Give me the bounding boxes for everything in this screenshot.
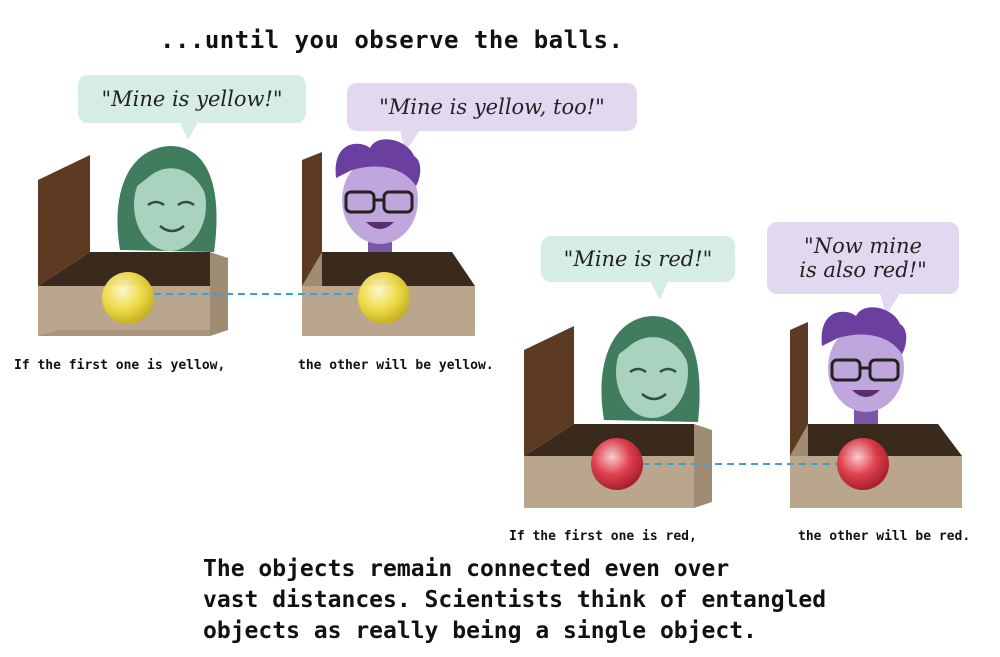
- bubble-text: "Mine is yellow!": [101, 87, 283, 111]
- bubble-text: "Mine is red!": [563, 247, 713, 271]
- woman-figure-bottom: [601, 316, 700, 422]
- bubble-tail: [180, 122, 198, 140]
- bubble-text: "Now mine is also red!": [799, 234, 927, 282]
- speech-bubble-man-yellow: "Mine is yellow, too!": [347, 83, 637, 131]
- woman-figure-top: [117, 146, 217, 252]
- speech-bubble-man-red: "Now mine is also red!": [767, 222, 959, 294]
- man-figure-bottom: [821, 307, 907, 429]
- bubble-tail: [650, 281, 668, 300]
- speech-bubble-woman-red: "Mine is red!": [541, 236, 735, 282]
- page-title: ...until you observe the balls.: [160, 26, 624, 54]
- caption-other-yellow: the other will be yellow.: [298, 358, 494, 373]
- caption-first-red: If the first one is red,: [509, 529, 697, 544]
- yellow-ball-right: [358, 272, 410, 324]
- caption-other-red: the other will be red.: [798, 529, 971, 544]
- man-figure-top: [335, 139, 421, 265]
- caption-first-yellow: If the first one is yellow,: [14, 358, 226, 373]
- red-ball-left: [591, 438, 643, 490]
- footer-explanation: The objects remain connected even over v…: [203, 556, 827, 644]
- speech-bubble-woman-yellow: "Mine is yellow!": [78, 75, 306, 123]
- red-ball-right: [837, 438, 889, 490]
- bubble-text: "Mine is yellow, too!": [379, 95, 605, 119]
- yellow-ball-left: [102, 272, 154, 324]
